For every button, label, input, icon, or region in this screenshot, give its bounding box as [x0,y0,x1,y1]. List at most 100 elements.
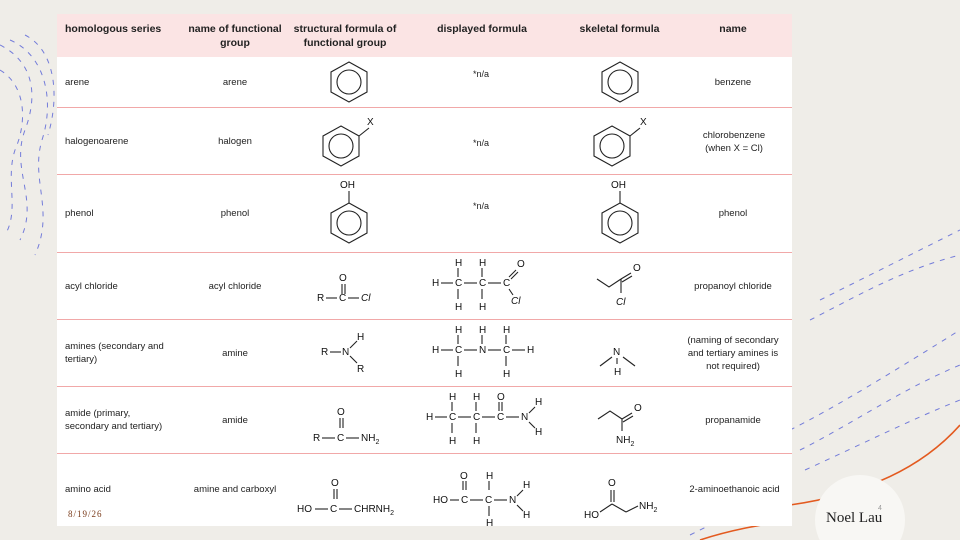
svg-text:C: C [461,495,468,506]
phenol-skeletal: OH [601,180,639,244]
row-series: phenol [65,208,94,219]
svg-text:N: N [479,345,486,356]
phenol-structure: OH [330,180,368,244]
row-name: 2-aminoethanoic acid [689,484,780,495]
svg-text:HO: HO [584,510,599,521]
benzene-structure [330,61,368,103]
svg-text:C: C [503,278,510,289]
row-group: halogen [218,136,252,147]
substituent-x-label: X [367,117,374,128]
svg-text:H: H [535,427,542,438]
svg-text:C: C [339,293,346,304]
svg-text:CHRNH2: CHRNH2 [354,504,394,517]
svg-text:O: O [339,273,347,284]
svg-text:C: C [485,495,492,506]
svg-text:H: H [473,392,480,403]
svg-text:Cl: Cl [616,297,626,308]
row-series: amino acid [65,484,111,495]
table-row: amines (secondary and tertiary) amine R … [57,320,792,387]
header-name: name [719,23,747,35]
svg-text:C: C [337,433,344,444]
svg-text:HO: HO [297,504,312,515]
svg-text:O: O [633,263,641,274]
svg-text:R: R [321,347,328,358]
svg-text:C: C [455,278,462,289]
svg-text:NH2: NH2 [639,501,657,514]
amine-structure: R N H R [321,332,364,375]
header-skeletal: skeletal formula [579,23,660,35]
row-name: (naming of secondary and tertiary amines… [687,335,779,372]
svg-text:H: H [614,367,621,378]
svg-text:H: H [449,436,456,447]
row-name: propanamide [705,415,761,426]
row-series: amines (secondary and tertiary) [65,341,164,365]
halogenoarene-skeletal: X [593,117,647,167]
slide-author: Noel Lau [826,510,883,526]
svg-text:N: N [509,495,516,506]
svg-text:C: C [455,345,462,356]
displayed-note: *n/a [473,69,490,79]
row-group: acyl chloride [208,281,262,292]
svg-text:H: H [486,471,493,482]
halogenoarene-structure: X [322,117,374,167]
svg-text:C: C [479,278,486,289]
table-row: halogenoarene halogen X *n/a X chloroben… [57,108,792,175]
amino-acid-skeletal: O HO NH2 [584,478,657,521]
svg-text:H: H [473,436,480,447]
svg-text:H: H [527,345,534,356]
svg-text:NH2: NH2 [616,435,634,448]
row-series: amide (primary, secondary and tertiary) [65,408,163,432]
svg-text:H: H [357,332,364,343]
svg-text:C: C [503,345,510,356]
svg-text:O: O [331,478,339,489]
svg-text:H: H [479,258,486,269]
hydroxyl-label: OH [611,180,626,191]
svg-text:R: R [317,293,324,304]
hydroxyl-label: OH [340,180,355,191]
functional-groups-table: homologous series name of functional gro… [57,14,792,529]
table-header: homologous series name of functional gro… [57,14,792,57]
svg-text:H: H [455,325,462,336]
header-structural: structural formula of functional group [293,23,397,49]
svg-text:HO: HO [433,495,448,506]
svg-text:H: H [455,369,462,380]
svg-text:N: N [613,347,620,358]
svg-text:H: H [449,392,456,403]
substituent-x-label: X [640,117,647,128]
svg-text:H: H [523,480,530,491]
svg-text:H: H [432,278,439,289]
svg-text:O: O [517,259,525,270]
row-series: arene [65,77,90,88]
row-group: amine [222,348,248,359]
svg-text:H: H [432,345,439,356]
amine-skeletal: NH [599,347,636,378]
header-series: homologous series [65,23,162,35]
table-row: amide (primary, secondary and tertiary) … [57,387,792,454]
row-name: benzene [714,77,752,88]
amide-skeletal: O NH2 [597,403,642,448]
displayed-note: *n/a [473,201,490,211]
svg-text:H: H [486,518,493,529]
row-group: arene [222,77,248,88]
displayed-note: *n/a [473,138,490,148]
header-group-name: name of functional group [188,23,282,49]
svg-text:NH2: NH2 [361,433,379,446]
svg-text:H: H [479,325,486,336]
slide-date: 8/19/26 [68,509,103,519]
row-series: halogenoarene [65,136,129,147]
svg-text:C: C [497,412,504,423]
svg-text:O: O [337,407,345,418]
svg-text:C: C [449,412,456,423]
svg-text:H: H [455,302,462,313]
svg-text:H: H [503,325,510,336]
svg-text:N: N [342,347,349,358]
row-name: chlorobenzene (when X = Cl) [702,130,766,154]
